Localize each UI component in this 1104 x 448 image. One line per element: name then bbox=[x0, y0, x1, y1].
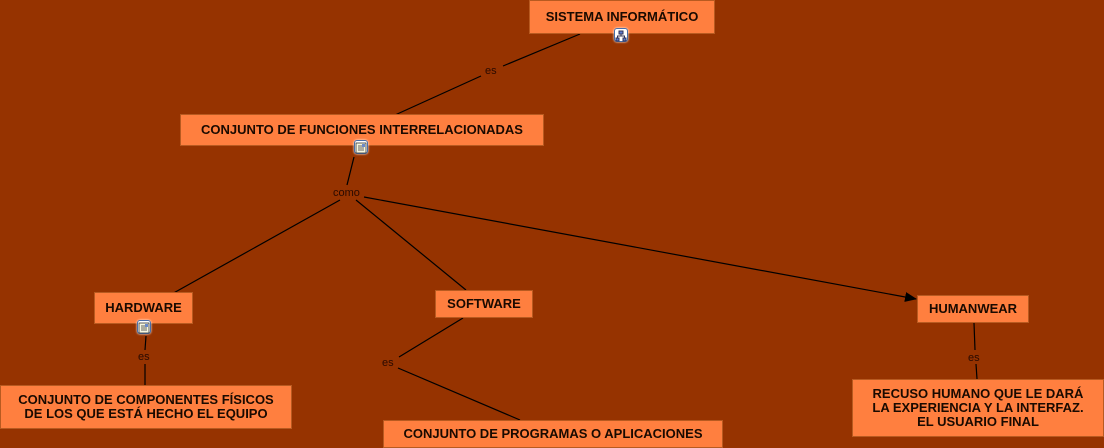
node-hardware[interactable]: HARDWARE bbox=[94, 292, 193, 324]
document-icon[interactable] bbox=[354, 140, 368, 154]
node-humanwear[interactable]: HUMANWEAR bbox=[917, 295, 1029, 323]
linking-phrase-como[interactable]: como bbox=[332, 187, 361, 199]
linking-phrase-es[interactable]: es bbox=[484, 65, 498, 77]
node-recurso-humano[interactable]: RECUSO HUMANO QUE LE DARÁ LA EXPERIENCIA… bbox=[852, 379, 1104, 437]
node-programas-aplicaciones[interactable]: CONJUNTO DE PROGRAMAS O APLICACIONES bbox=[383, 420, 723, 448]
node-componentes-fisicos[interactable]: CONJUNTO DE COMPONENTES FÍSICOS DE LOS Q… bbox=[0, 385, 292, 429]
concept-map-icon[interactable] bbox=[614, 28, 628, 42]
linking-phrase-es[interactable]: es bbox=[381, 357, 395, 369]
linking-phrase-es[interactable]: es bbox=[137, 351, 151, 363]
node-software[interactable]: SOFTWARE bbox=[435, 290, 533, 318]
linking-phrase-es[interactable]: es bbox=[967, 352, 981, 364]
document-icon[interactable] bbox=[137, 320, 151, 334]
